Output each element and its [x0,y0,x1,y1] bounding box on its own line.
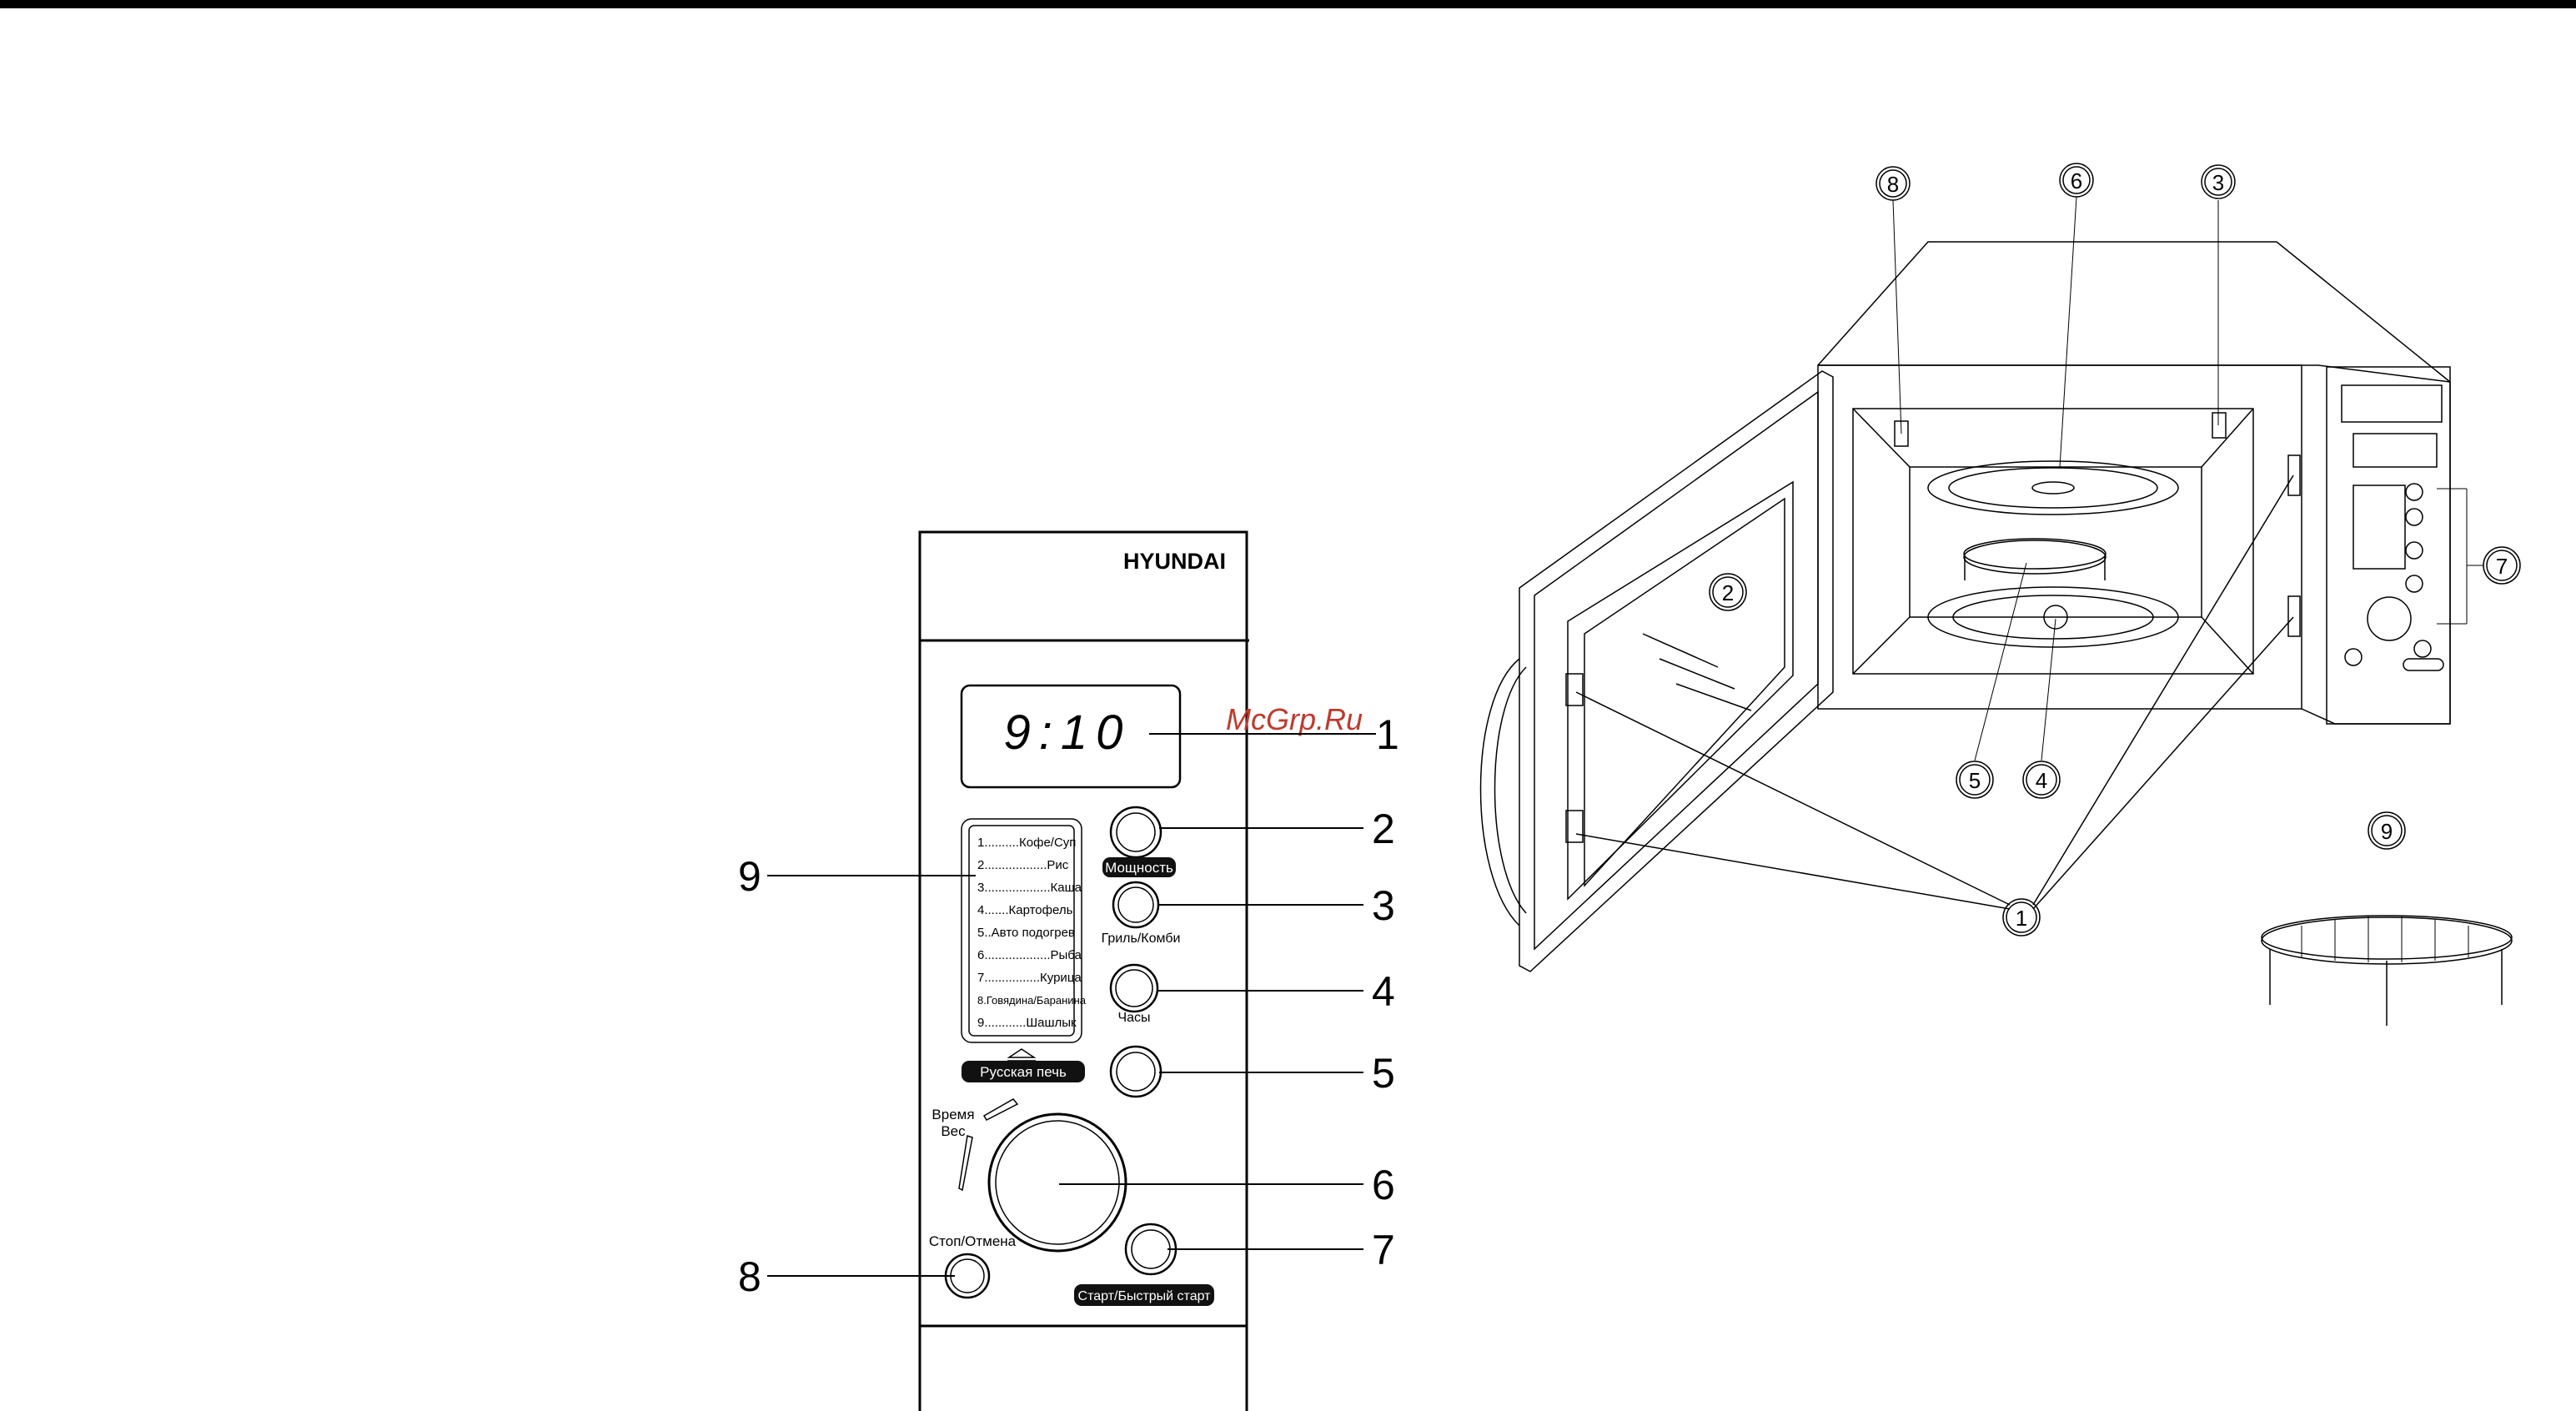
svg-text:3: 3 [2212,170,2224,195]
stop-cancel-label: Стоп/Отмена [929,1233,1017,1249]
svg-text:8: 8 [1887,172,1899,197]
callout-4: 4 [2022,761,2061,799]
time-wedge-icon [982,1098,1019,1121]
microwave-illustration [1479,241,2513,1026]
callout-number: 2 [1372,806,1395,852]
menu-item: 3...................Каша [977,881,1082,895]
callout-3: 3 [2201,164,2236,199]
callout-9: 9 [2368,811,2406,850]
menu-item: 5..Авто подогрев [977,926,1075,940]
panel-callouts: 1 2 3 4 5 6 7 8 9 [738,711,1399,1300]
menu-item: 4.......Картофель [977,903,1073,917]
up-arrow-icon [1007,1048,1037,1058]
display-time: 9:10 [1004,706,1132,760]
time-label: Время [931,1107,974,1122]
menu-item: 8.Говядина/Баранина [977,994,1087,1007]
callout-number: 8 [738,1253,761,1300]
oven-callouts: 8 6 3 2 7 5 4 1 9 [1709,163,2521,936]
svg-text:4: 4 [2036,768,2047,793]
watermark: McGrp.Ru [1226,702,1363,736]
russian-oven-button[interactable] [1109,1045,1162,1098]
callout-number: 3 [1372,882,1395,929]
callout-number: 5 [1372,1050,1395,1097]
callout-number: 4 [1372,968,1395,1015]
panel-outline [918,530,1248,1411]
auto-menu-box [961,818,1082,1043]
svg-text:5: 5 [1969,768,1981,793]
svg-text:1: 1 [2016,906,2027,931]
russian-oven-label: Русская печь [980,1064,1067,1080]
svg-text:2: 2 [1722,580,1734,605]
clock-button[interactable] [1109,963,1159,1013]
callout-number: 1 [1376,711,1399,758]
callout-2: 2 [1709,573,1747,611]
grill-combi-button[interactable] [1112,881,1160,929]
menu-item: 7................Курица [977,971,1082,985]
power-button[interactable] [1109,806,1162,859]
callout-1: 1 [2002,898,2041,936]
top-border-bar [0,0,2576,8]
callout-number: 7 [1372,1227,1395,1273]
display-window [960,684,1182,789]
svg-text:6: 6 [2071,168,2082,193]
callout-number: 6 [1372,1162,1395,1208]
clock-label: Часы [1117,1011,1150,1025]
menu-item: 6...................Рыба [977,948,1082,962]
menu-item: 2..................Рис [977,858,1069,872]
callout-number: 9 [738,853,761,900]
menu-item: 1..........Кофе/Суп [977,836,1076,850]
brand-logo: HYUNDAI [1123,549,1226,574]
svg-text:9: 9 [2381,819,2393,844]
weight-label: Вес [941,1123,966,1139]
menu-item: 9............Шашлык [977,1016,1077,1030]
callout-6: 6 [2059,163,2094,198]
callout-8: 8 [1876,166,1911,201]
callout-7: 7 [2483,546,2521,585]
auto-menu-list: 1..........Кофе/Суп 2..................Р… [977,836,1087,1030]
time-weight-dial[interactable] [987,1112,1127,1253]
grill-combi-label: Гриль/Комби [1102,931,1181,946]
svg-text:7: 7 [2496,554,2508,579]
callout-5: 5 [1956,761,1994,799]
power-label: Мощность [1105,860,1173,876]
control-panel: HYUNDAI 9:10 McGrp.Ru 1..........Кофе/Су… [918,530,1363,1411]
start-quick-label: Старт/Быстрый старт [1078,1289,1212,1303]
oven-callout-leaders [1575,196,2483,910]
weight-wedge-icon [958,1135,973,1192]
